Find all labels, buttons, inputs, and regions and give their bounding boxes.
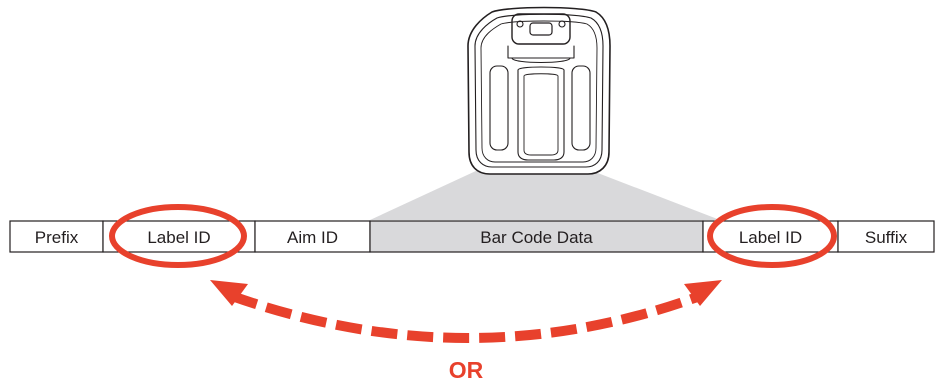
barcode-scanner-icon: [467, 6, 611, 175]
double-headed-dashed-arrow: [210, 280, 722, 343]
field-prefix: Prefix: [9, 220, 104, 253]
arrowhead-right: [684, 280, 722, 306]
or-label: OR: [449, 357, 484, 383]
field-label: Bar Code Data: [480, 228, 593, 247]
field-bar-code-data: Bar Code Data: [369, 220, 704, 253]
scan-beam: [370, 170, 720, 220]
field-label: Prefix: [35, 228, 79, 247]
arrowhead-left: [210, 280, 248, 306]
field-label-id: Label ID: [102, 220, 256, 253]
field-box: [9, 220, 104, 253]
label-id-highlight-left: [109, 204, 247, 268]
field-box: [102, 220, 256, 253]
field-label: Aim ID: [287, 228, 338, 247]
field-aim-id: Aim ID: [254, 220, 371, 253]
field-label-id: Label ID: [702, 220, 839, 253]
field-box: [837, 220, 935, 253]
label-id-highlight-right: [707, 204, 837, 268]
field-suffix: Suffix: [837, 220, 935, 253]
field-label: Label ID: [147, 228, 210, 247]
field-label: Suffix: [865, 228, 908, 247]
field-label: Label ID: [739, 228, 802, 247]
data-string-row: Prefix Label ID Aim ID Bar Code Data Label I…: [9, 220, 935, 253]
